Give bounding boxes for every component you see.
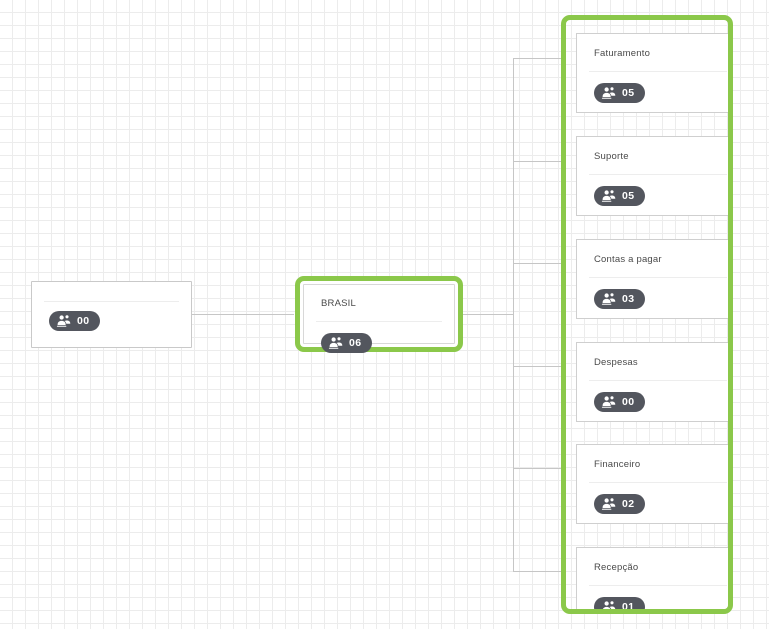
org-node-department-user-count: 02 (622, 497, 635, 510)
divider (589, 482, 727, 483)
connector-root-to-country (192, 314, 294, 315)
org-node-department-users-badge[interactable]: 05 (594, 83, 646, 103)
org-node-country[interactable]: BRASIL 06 (303, 284, 455, 353)
org-node-department-users-badge[interactable]: 05 (594, 186, 646, 206)
org-node-department-user-count: 01 (622, 600, 635, 613)
org-node-department-title: Recepção (594, 562, 639, 573)
divider (316, 321, 442, 322)
org-node-country-users-badge[interactable]: 06 (321, 333, 373, 353)
org-node-root[interactable]: 00 (31, 281, 192, 348)
org-node-country-title: BRASIL (321, 298, 356, 309)
org-node-department-title: Despesas (594, 357, 638, 368)
org-node-department-users-badge[interactable]: 02 (594, 494, 646, 514)
users-icon (601, 86, 616, 100)
connector-country-to-trunk (463, 314, 514, 315)
users-icon (601, 600, 616, 609)
org-node-root-users-badge[interactable]: 00 (49, 311, 101, 331)
org-node-country-selection[interactable]: BRASIL 06 (295, 276, 463, 353)
org-node-root-user-count: 00 (77, 314, 90, 327)
org-node-department-user-count: 05 (622, 189, 635, 202)
connector-trunk-vertical (513, 58, 514, 572)
org-node-department-user-count: 05 (622, 86, 635, 99)
org-node-root-title (32, 282, 191, 296)
divider (44, 301, 179, 302)
org-node-department-title: Faturamento (594, 48, 651, 59)
users-icon (601, 189, 616, 203)
org-node-department[interactable]: Recepção 01 (576, 547, 728, 613)
org-node-department-user-count: 00 (622, 395, 635, 408)
org-node-country-user-count: 06 (349, 336, 362, 349)
org-node-department-users-badge[interactable]: 01 (594, 597, 646, 613)
connector-branch-financeiro (513, 468, 565, 469)
users-icon (601, 395, 616, 409)
users-icon (328, 336, 343, 350)
org-node-department[interactable]: Despesas 00 (576, 342, 728, 422)
divider (589, 585, 727, 586)
connector-branch-despesas (513, 366, 565, 367)
org-node-department[interactable]: Faturamento 05 (576, 33, 728, 113)
org-node-department-title: Financeiro (594, 459, 641, 470)
connector-branch-faturamento (513, 58, 565, 59)
org-node-department[interactable]: Contas a pagar 03 (576, 239, 728, 319)
users-icon (601, 292, 616, 306)
connector-branch-contas-a-pagar (513, 263, 565, 264)
org-node-department-users-badge[interactable]: 03 (594, 289, 646, 309)
divider (589, 174, 727, 175)
org-node-department-users-badge[interactable]: 00 (594, 392, 646, 412)
connector-branch-suporte (513, 161, 565, 162)
org-node-department[interactable]: Financeiro 02 (576, 444, 728, 524)
org-node-department-title: Contas a pagar (594, 254, 662, 265)
org-node-department-title: Suporte (594, 151, 629, 162)
users-icon (601, 497, 616, 511)
org-department-group-selection[interactable]: Faturamento 05 Suporte (561, 15, 733, 614)
users-icon (56, 314, 71, 328)
connector-branch-recepcao (513, 571, 565, 572)
divider (589, 71, 727, 72)
divider (589, 277, 727, 278)
org-node-department[interactable]: Suporte 05 (576, 136, 728, 216)
divider (589, 380, 727, 381)
org-node-department-user-count: 03 (622, 292, 635, 305)
